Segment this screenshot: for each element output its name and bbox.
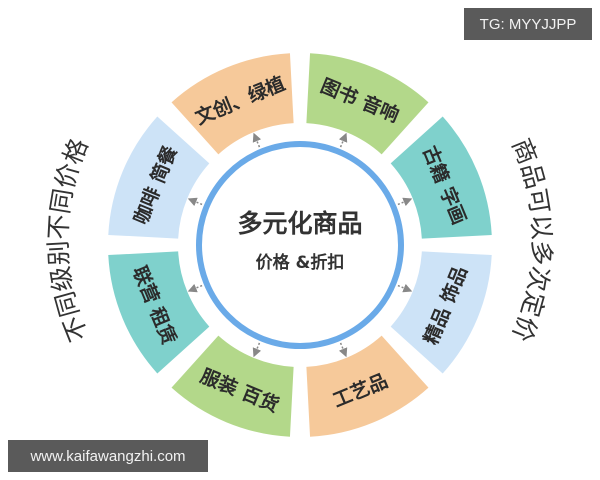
dotted-arrow-icon [252,132,262,148]
segment-1 [306,53,429,155]
segment-5 [171,335,294,437]
dotted-arrow-icon [397,197,413,207]
dotted-arrow-icon [338,132,348,148]
right-side-caption: 商品可以多次定价 [506,134,556,345]
left-side-caption: 不同级别不同价格 [44,134,94,345]
dotted-arrow-icon [252,342,262,358]
center-title: 多元化商品 [237,209,362,238]
dotted-arrow-icon [338,342,348,358]
segment-3 [390,251,492,374]
segment-4 [306,335,429,437]
dotted-arrow-icon [187,283,203,293]
tg-watermark-badge: TG: MYYJJPP [464,8,592,40]
center-circle [196,141,404,349]
center-subtitle: 价格 &折扣 [256,252,345,273]
dotted-arrow-icon [397,283,413,293]
segment-2 [390,116,492,239]
dotted-arrow-icon [187,197,203,207]
segment-8 [171,53,294,155]
segment-6 [108,251,210,374]
website-watermark-badge: www.kaifawangzhi.com [8,440,208,472]
segment-7 [108,116,210,239]
